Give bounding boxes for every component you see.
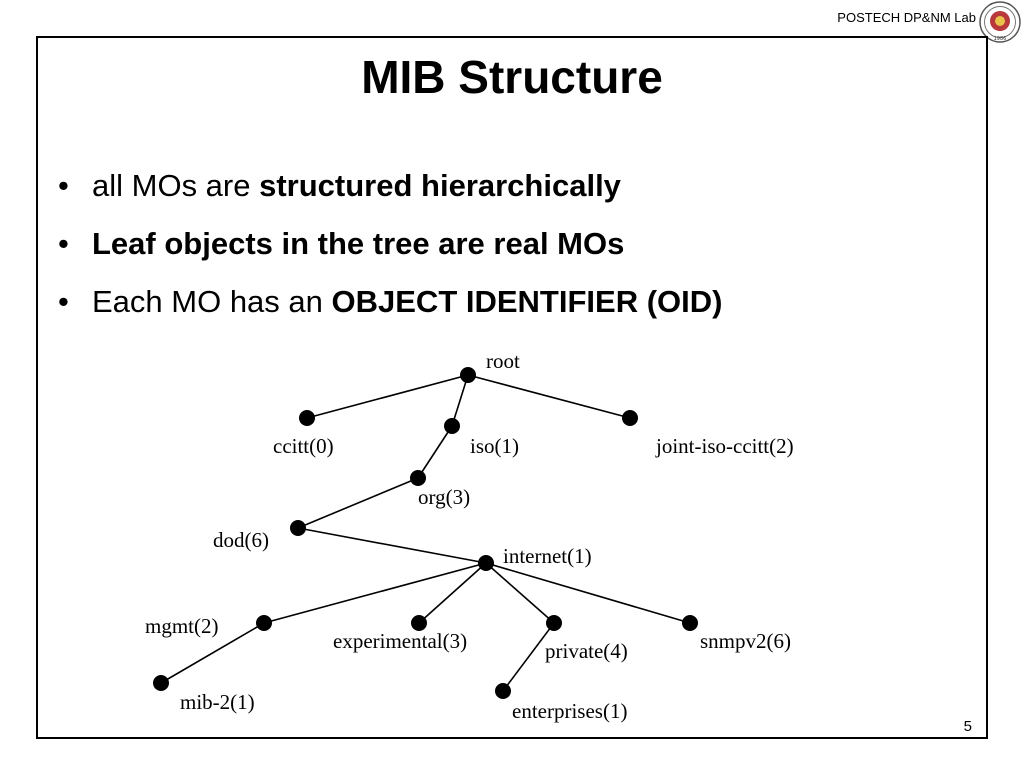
- tree-edge-iso-org: [417, 425, 453, 479]
- bullet-glyph: •: [58, 226, 69, 261]
- bullet-item: • Each MO has an OBJECT IDENTIFIER (OID): [58, 284, 722, 342]
- bullet-emphasis: structured hierarchically: [259, 168, 621, 203]
- logo-year: 1986: [994, 36, 1007, 42]
- bullet-text: all MOs are: [92, 168, 260, 203]
- tree-node-label-mib2: mib-2(1): [180, 690, 255, 714]
- tree-node-label-private: private(4): [545, 639, 628, 663]
- tree-edge-mgmt-mib2: [160, 622, 265, 684]
- tree-node-dod: [290, 520, 306, 536]
- tree-edge-internet-mgmt: [263, 562, 487, 624]
- tree-node-label-experimental: experimental(3): [333, 629, 467, 653]
- tree-node-private: [546, 615, 562, 631]
- slide-title: MIB Structure: [361, 51, 663, 103]
- tree-edge-root-ccitt: [306, 374, 469, 419]
- bullet-item: • all MOs are structured hierarchically: [58, 168, 722, 226]
- tree-nodes: root ccitt(0) iso(1) joint-iso-ccitt(2) org(…: [145, 349, 794, 723]
- tree-edge-internet-private: [485, 562, 555, 624]
- tree-edge-internet-snmpv2: [485, 562, 691, 624]
- lab-name: POSTECH DP&NM Lab: [837, 10, 976, 25]
- tree-edge-root-iso: [451, 374, 469, 427]
- tree-node-root: [460, 367, 476, 383]
- tree-node-label-joint: joint-iso-ccitt(2): [655, 434, 794, 458]
- tree-edges: [160, 374, 691, 692]
- tree-node-label-iso: iso(1): [470, 434, 519, 458]
- tree-node-enterprises: [495, 683, 511, 699]
- bullet-list: • all MOs are structured hierarchically •…: [58, 168, 722, 342]
- tree-node-label-dod: dod(6): [213, 528, 269, 552]
- tree-node-snmpv2: [682, 615, 698, 631]
- tree-node-mib2: [153, 675, 169, 691]
- tree-node-label-enterprises: enterprises(1): [512, 699, 627, 723]
- tree-node-label-ccitt: ccitt(0): [273, 434, 334, 458]
- tree-node-internet: [478, 555, 494, 571]
- tree-edge-private-enterprises: [502, 622, 555, 692]
- tree-node-joint: [622, 410, 638, 426]
- tree-node-org: [410, 470, 426, 486]
- bullet-glyph: •: [58, 168, 69, 203]
- tree-node-mgmt: [256, 615, 272, 631]
- slide-frame: [36, 36, 988, 739]
- tree-edge-dod-internet: [297, 527, 487, 564]
- tree-edge-root-joint: [467, 374, 631, 419]
- tree-edge-org-dod: [297, 477, 419, 529]
- tree-node-ccitt: [299, 410, 315, 426]
- bullet-emphasis: Leaf objects in the tree are real MOs: [92, 226, 625, 261]
- bullet-text: Each MO has an: [92, 284, 332, 319]
- tree-node-label-mgmt: mgmt(2): [145, 614, 219, 638]
- tree-node-label-org: org(3): [418, 485, 470, 509]
- tree-node-label-internet: internet(1): [503, 544, 592, 568]
- page-number: 5: [963, 718, 972, 735]
- university-logo-icon: 1986: [979, 1, 1021, 43]
- bullet-glyph: •: [58, 284, 69, 319]
- bullet-emphasis: OBJECT IDENTIFIER (OID): [331, 284, 723, 319]
- tree-node-label-root: root: [486, 349, 520, 373]
- tree-node-label-snmpv2: snmpv2(6): [700, 629, 791, 653]
- tree-node-experimental: [411, 615, 427, 631]
- bullet-item: • Leaf objects in the tree are real MOs: [58, 226, 722, 284]
- tree-node-iso: [444, 418, 460, 434]
- tree-edge-internet-experimental: [418, 562, 487, 624]
